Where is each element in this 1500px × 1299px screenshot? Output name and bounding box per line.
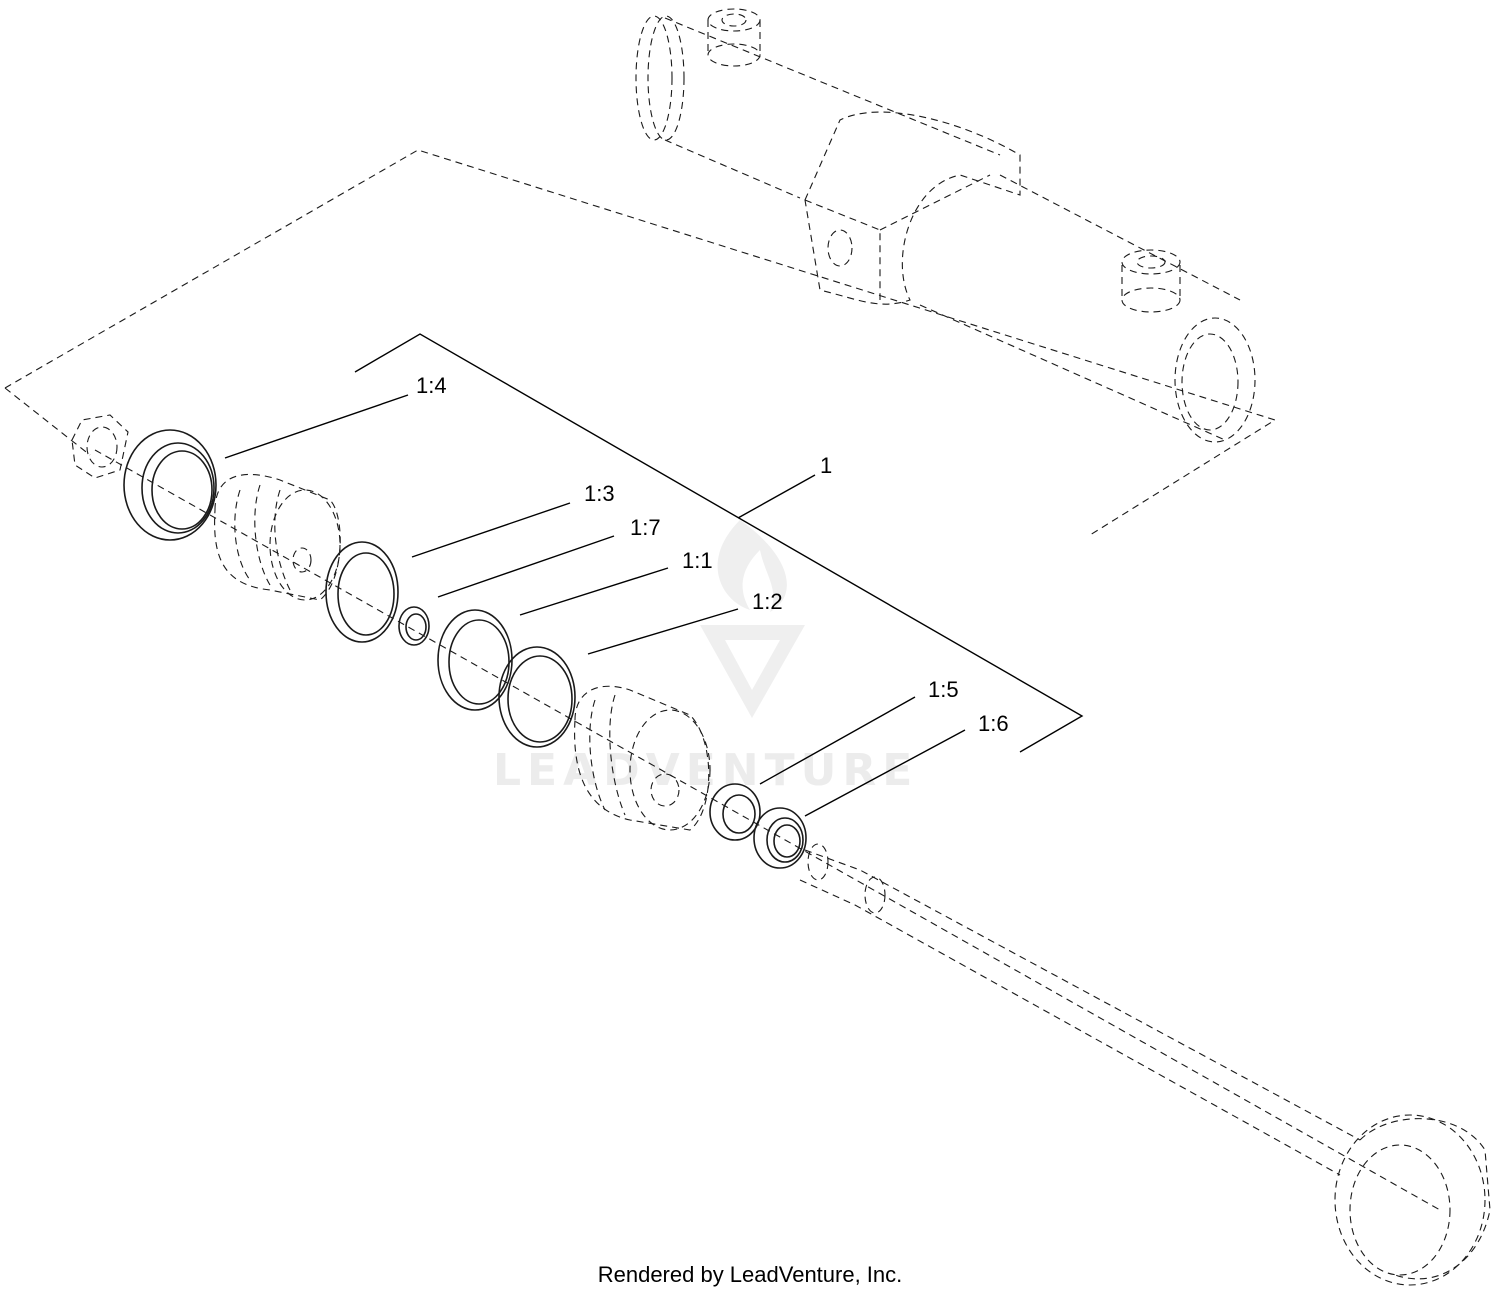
piston-rod (799, 843, 1491, 1286)
callout-1-4: 1:4 (416, 373, 447, 398)
o-ring-part-1-7 (398, 606, 430, 646)
watermark-text: LEADVENTURE (493, 745, 918, 796)
callout-1-2: 1:2 (752, 589, 783, 614)
assembly-bracket (354, 333, 1084, 753)
leader-line-1-7 (437, 535, 615, 598)
ring-part-1-2 (498, 646, 576, 748)
leader-line-1-2 (587, 608, 739, 655)
piston-head (574, 685, 711, 831)
leader-line-1 (737, 474, 816, 519)
leader-line-1-4 (224, 394, 409, 459)
hex-nut (71, 414, 129, 479)
wiper-seal-part-1-6 (753, 807, 807, 869)
piston (214, 473, 341, 601)
bushing-part-1-5 (709, 783, 761, 841)
center-axis-line (94, 449, 1441, 1211)
ring-part-1-1 (437, 609, 513, 711)
callout-1-7: 1:7 (630, 515, 661, 540)
cylinder-barrel (635, 8, 1256, 443)
assembly-boundary-dashed (4, 149, 1277, 536)
callout-1-3: 1:3 (584, 481, 615, 506)
leader-line-1-5 (759, 696, 916, 785)
leader-line-1-3 (411, 502, 571, 558)
footer-credit: Rendered by LeadVenture, Inc. (597, 1262, 903, 1287)
callout-1: 1 (820, 453, 832, 478)
seal-part-1-3 (325, 541, 399, 643)
leader-line-1-6 (804, 729, 966, 817)
callout-1-1: 1:1 (682, 548, 713, 573)
leadventure-watermark-logo (700, 520, 805, 718)
ring-part-1-4 (123, 429, 217, 541)
leader-line-1-1 (519, 567, 669, 616)
callout-1-5: 1:5 (928, 677, 959, 702)
callout-1-6: 1:6 (978, 711, 1009, 736)
